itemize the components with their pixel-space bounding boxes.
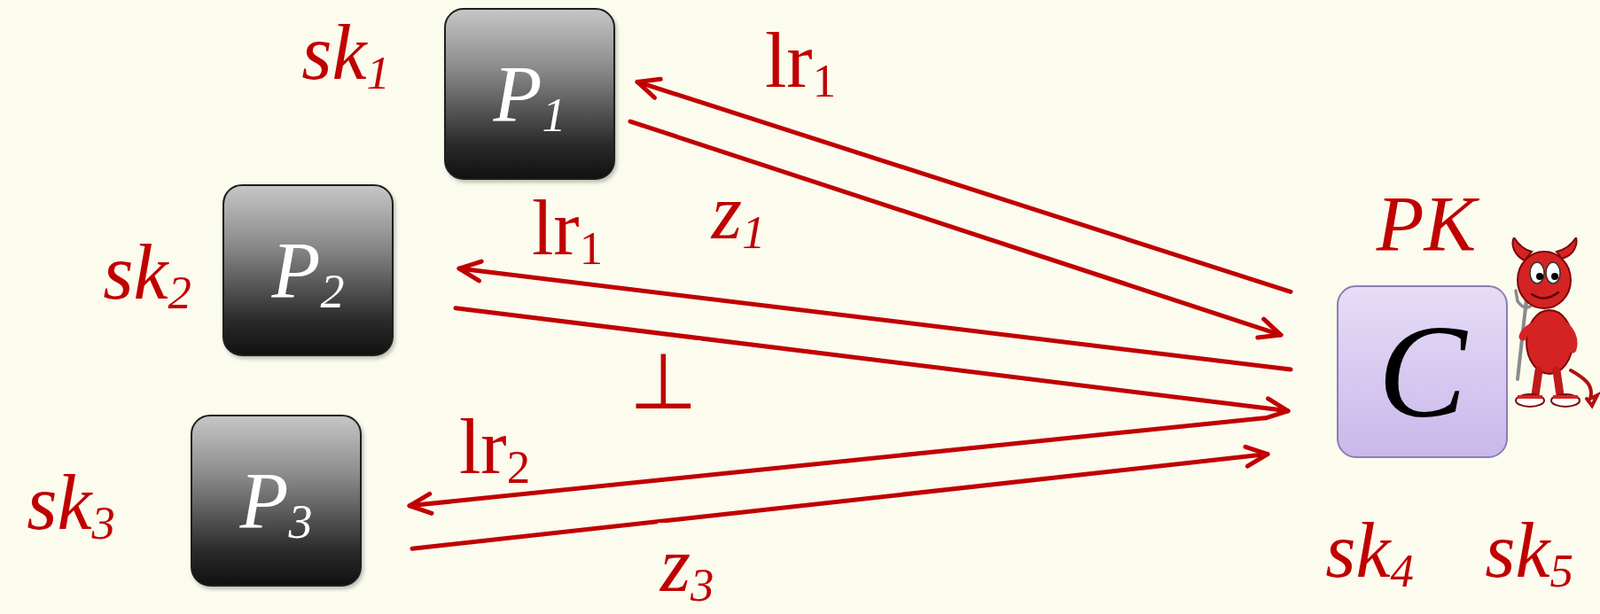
key-label-box: sk4 (1322, 508, 1417, 595)
party-box: P1 (444, 7, 616, 180)
message-arrow (459, 268, 1291, 370)
message-arrow (409, 418, 1265, 507)
message-label-box: lr2 (456, 405, 533, 492)
message-label: z3 (660, 522, 715, 609)
message-arrow (455, 308, 1288, 412)
party-name: C (1377, 298, 1467, 445)
message-arrow (412, 454, 1268, 550)
key-label: sk1 (301, 9, 391, 96)
key-label: sk2 (102, 229, 192, 316)
key-label-box: sk2 (100, 230, 195, 317)
message-label-box: z1 (709, 170, 769, 257)
party-box: P2 (222, 184, 394, 357)
devil-mascot (1498, 237, 1600, 415)
message-label-box: lr1 (529, 186, 606, 273)
message-label: ⊥ (629, 339, 698, 426)
message-arrow (637, 81, 1291, 292)
key-label: sk3 (26, 460, 116, 547)
message-label-box: lr1 (762, 18, 839, 105)
message-label-box: z3 (657, 522, 718, 609)
message-label-box: ⊥ (626, 340, 701, 427)
key-label-box: sk3 (23, 460, 118, 547)
message-label: lr1 (531, 185, 603, 272)
key-label-box: sk5 (1482, 508, 1577, 595)
key-label: sk4 (1325, 507, 1414, 594)
key-label: PK (1376, 180, 1476, 267)
message-label: lr2 (459, 404, 531, 491)
key-label: sk5 (1484, 507, 1574, 594)
message-label: lr1 (764, 17, 836, 104)
party-name: P1 (493, 50, 567, 139)
key-label-box: PK (1373, 181, 1479, 268)
combiner-box: C (1336, 285, 1508, 459)
key-label-box: sk1 (298, 10, 393, 97)
party-name: P3 (240, 457, 313, 546)
party-name: P2 (272, 226, 345, 315)
party-box: P3 (190, 414, 362, 587)
message-label: z1 (711, 169, 766, 256)
